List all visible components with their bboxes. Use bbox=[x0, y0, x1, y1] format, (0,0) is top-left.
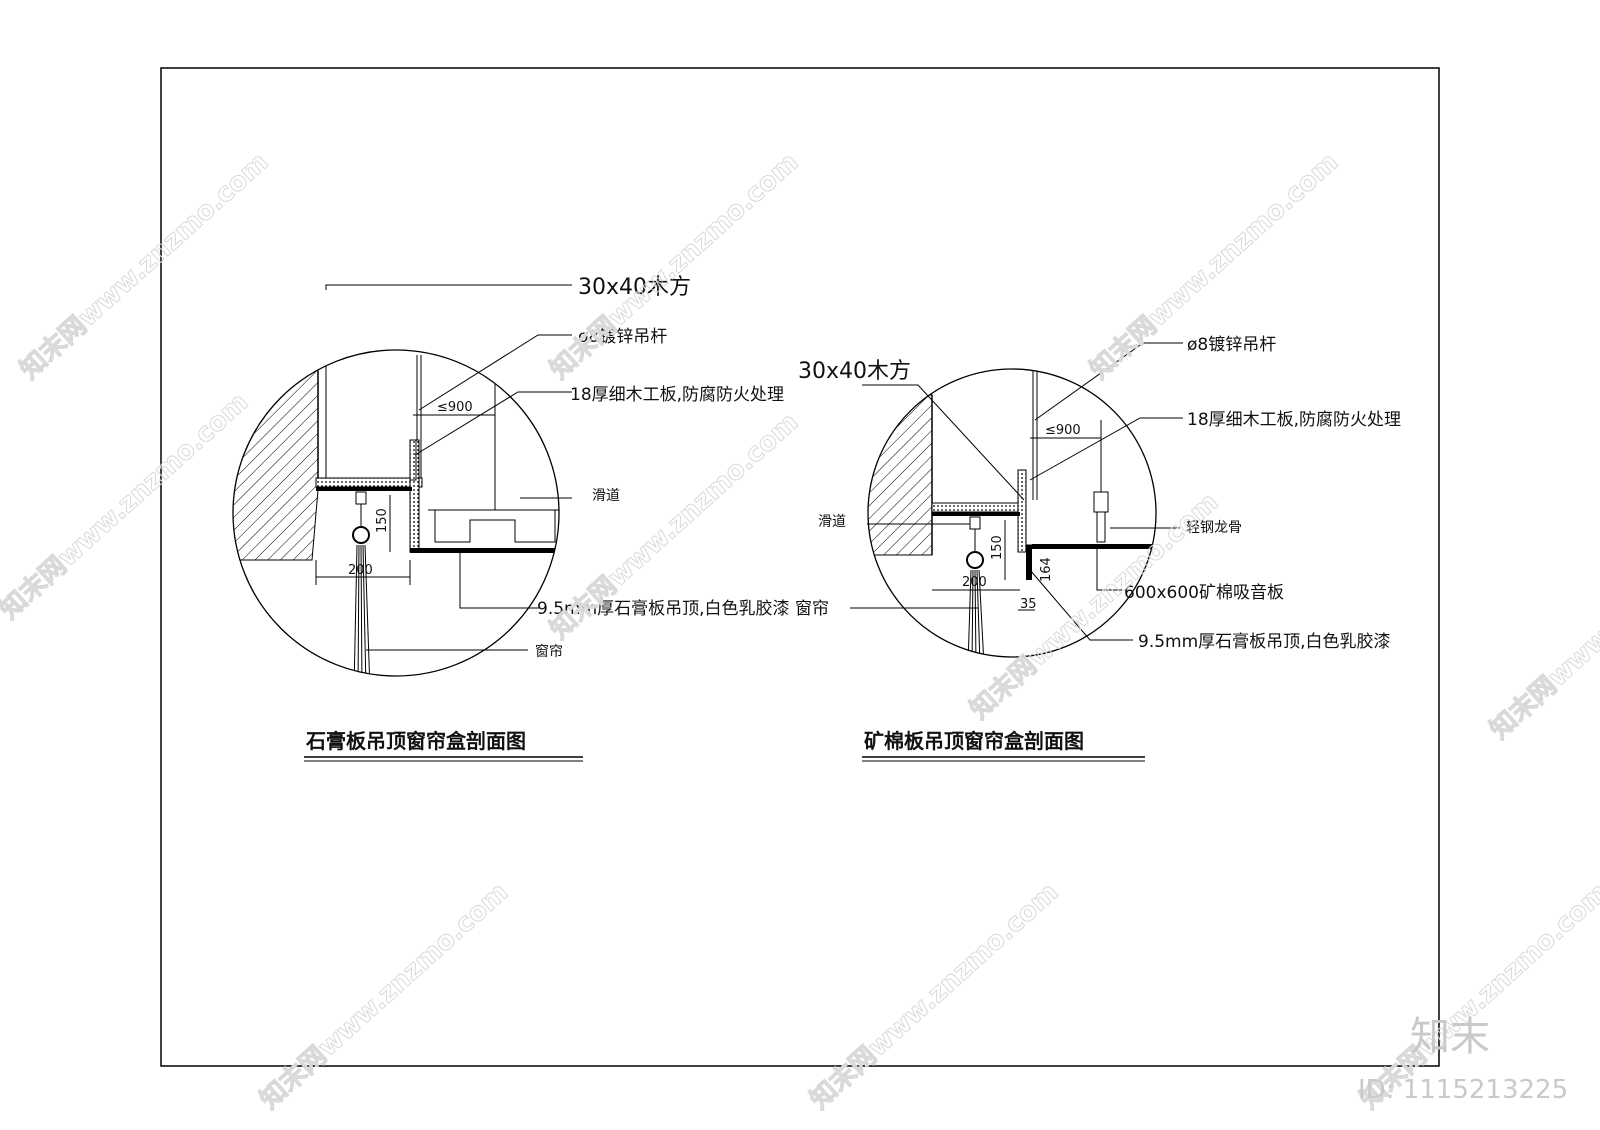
right-detail: 30x40木方 ø8镀锌吊杆 18厚细木工板,防腐防火处理 滑道 轻钢龙骨 60… bbox=[798, 335, 1401, 762]
left-dim-width: 200 bbox=[348, 563, 373, 578]
right-dim-offset: 35 bbox=[1020, 597, 1037, 612]
right-steel-keel bbox=[1093, 491, 1109, 513]
sheet-border bbox=[160, 67, 1440, 1067]
watermark-text: 知末网www.znzmo.com bbox=[545, 147, 805, 385]
left-detail: 30x40木方 ø8镀锌吊杆 18厚细木工板,防腐防火处理 滑道 9.5mm厚石… bbox=[232, 275, 829, 762]
left-plywood-horizontal bbox=[315, 477, 423, 488]
right-gypsum-label: 9.5mm厚石膏板吊顶,白色乳胶漆 bbox=[1138, 631, 1391, 652]
watermark-text: 知末网www.znzmo.com bbox=[805, 877, 1065, 1115]
right-dim-spacing: ≤900 bbox=[1045, 423, 1081, 438]
watermark-text: 知末网www.znzmo.com bbox=[0, 387, 254, 625]
right-plywood-horizontal bbox=[931, 502, 1027, 513]
left-plywood-label: 18厚细木工板,防腐防火处理 bbox=[570, 385, 784, 405]
watermark-text: 知末网www.znzmo.com bbox=[965, 487, 1225, 725]
right-track bbox=[969, 516, 981, 530]
left-detail-title: 石膏板吊顶窗帘盒剖面图 bbox=[305, 729, 526, 753]
left-curtain bbox=[353, 544, 371, 676]
right-gypsum-strip bbox=[1026, 545, 1032, 580]
left-dim-height: 150 bbox=[375, 508, 390, 533]
right-dim-thickness: 164 bbox=[1039, 557, 1054, 582]
brand-logo: 知末 bbox=[1410, 1014, 1490, 1060]
left-rod-label: ø8镀锌吊杆 bbox=[578, 327, 667, 347]
right-detail-title: 矿棉板吊顶窗帘盒剖面图 bbox=[864, 729, 1084, 753]
left-gypsum-ceiling bbox=[410, 548, 559, 553]
right-dim-height: 150 bbox=[990, 535, 1005, 560]
right-plywood-label: 18厚细木工板,防腐防火处理 bbox=[1187, 410, 1401, 430]
image-id-label: ID: 1115213225 bbox=[1358, 1075, 1568, 1105]
right-curtain bbox=[967, 569, 985, 657]
left-dim-spacing: ≤900 bbox=[437, 400, 473, 415]
right-wall-hatch bbox=[868, 394, 933, 556]
right-track-label: 滑道 bbox=[818, 513, 846, 530]
left-curtain-label: 窗帘 bbox=[535, 643, 563, 660]
left-track bbox=[355, 491, 367, 505]
left-curtain-ring bbox=[352, 526, 370, 544]
right-curtain-ring bbox=[966, 551, 984, 569]
watermark-text: 知末网www.znzmo.com bbox=[1485, 507, 1600, 745]
watermark-text: 知末网www.znzmo.com bbox=[15, 147, 275, 385]
watermark-text: 知末网www.znzmo.com bbox=[255, 877, 515, 1115]
right-keel-label: 轻钢龙骨 bbox=[1186, 520, 1242, 536]
right-dim-width: 200 bbox=[962, 575, 987, 590]
right-plywood-vertical bbox=[1017, 469, 1027, 553]
right-mineral-board bbox=[1032, 544, 1156, 549]
left-wood-batten-label: 30x40木方 bbox=[578, 275, 691, 300]
left-gypsum-label: 9.5mm厚石膏板吊顶,白色乳胶漆 窗帘 bbox=[537, 598, 829, 619]
right-rod-label: ø8镀锌吊杆 bbox=[1187, 335, 1276, 355]
left-track-label: 滑道 bbox=[592, 487, 620, 504]
right-wood-batten-label: 30x40木方 bbox=[798, 359, 911, 384]
right-mineral-board-label: 600x600矿棉吸音板 bbox=[1124, 583, 1284, 603]
